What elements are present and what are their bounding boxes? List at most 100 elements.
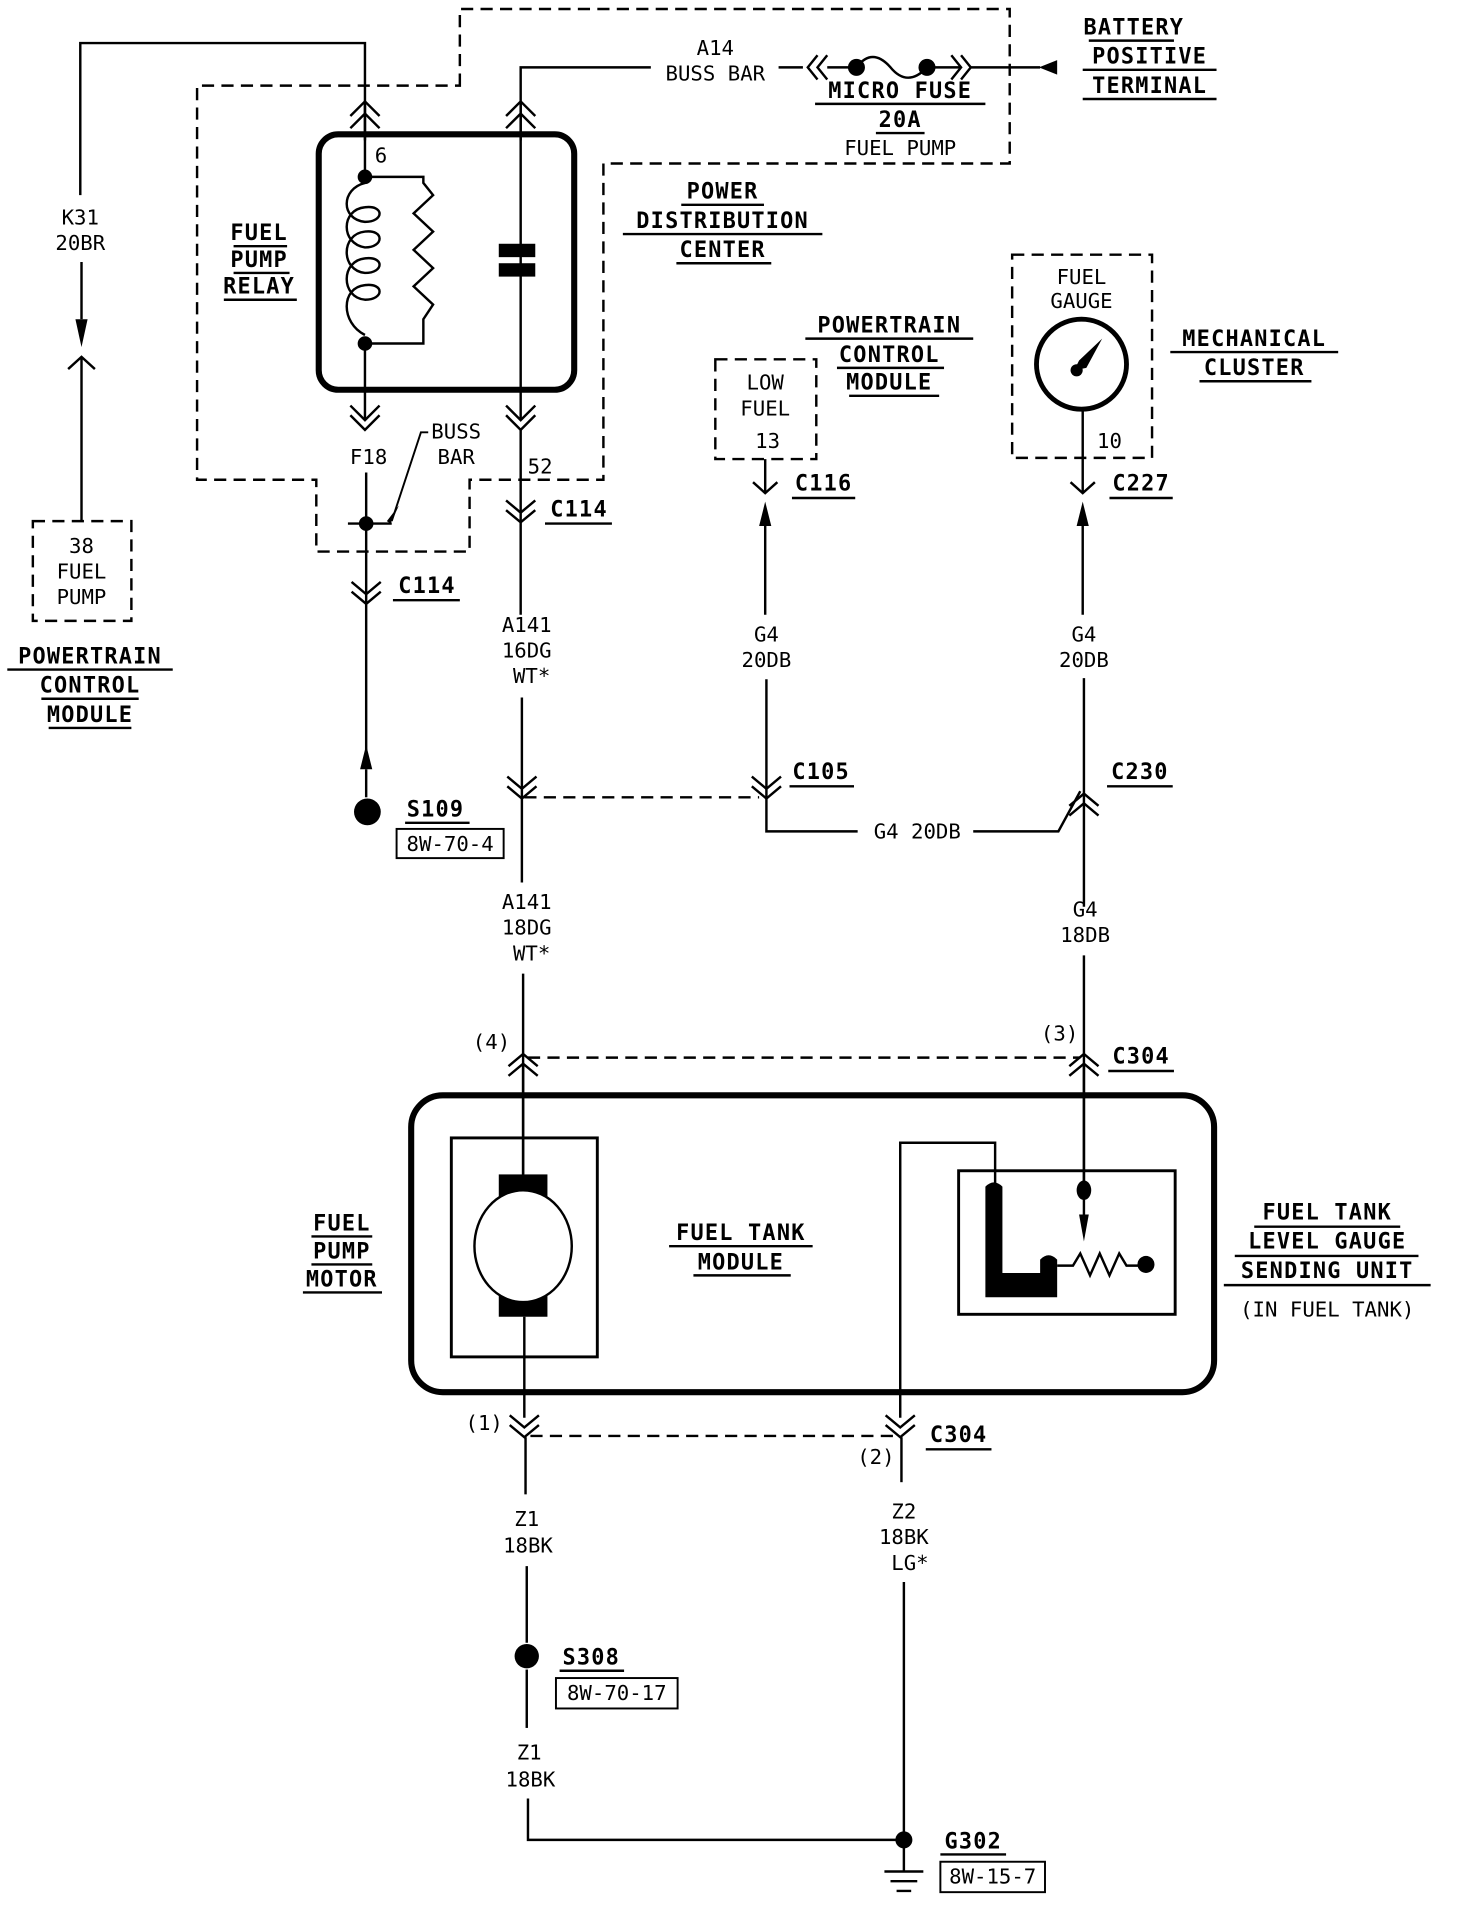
motor-feed-wire <box>521 1063 526 1418</box>
svg-text:S109: S109 <box>407 798 465 823</box>
pcm-mid-label: POWERTRAIN CONTROL MODULE <box>805 314 974 398</box>
relay-coil-node-bottom <box>357 336 373 351</box>
a14-label: A14 <box>697 36 734 60</box>
svg-text:FUEL: FUEL <box>313 1211 371 1236</box>
k31-wire <box>79 41 367 196</box>
a14-wire-left <box>519 66 651 141</box>
s109-label: S109 <box>405 798 470 825</box>
relay-coil-node-top <box>357 169 373 185</box>
a141-upper-tracer: WT* <box>513 664 550 688</box>
s109-arrow-icon <box>360 744 373 770</box>
g4-lower-gauge: 18DB <box>1060 923 1110 947</box>
buss-bar-mid-label-1: BUSS <box>431 419 481 443</box>
svg-text:C304: C304 <box>930 1423 988 1448</box>
s308-ref-box <box>554 1677 679 1710</box>
pcm-fuel-pump-text2: PUMP <box>57 585 107 609</box>
sending-unit-resistor-icon <box>1057 1250 1144 1279</box>
c304-pin-3: (3) <box>1041 1022 1078 1046</box>
relay-pin-f18: F18 <box>350 445 387 469</box>
g302-ground-node <box>895 1831 913 1849</box>
c304-pin2-connector <box>884 1414 916 1439</box>
micro-fuse-label: MICRO FUSE 20A FUEL PUMP <box>815 79 986 160</box>
svg-text:DISTRIBUTION: DISTRIBUTION <box>636 209 809 234</box>
buss-bar-node <box>358 516 374 531</box>
c114-left-connector <box>350 581 382 606</box>
mechanical-cluster-label: MECHANICAL CLUSTER <box>1170 327 1339 383</box>
sending-unit-wiper-node <box>1076 1180 1092 1200</box>
svg-text:C230: C230 <box>1111 760 1169 785</box>
svg-text:20A: 20A <box>879 108 922 133</box>
c227-label: C227 <box>1109 472 1173 500</box>
pcm-left-label: POWERTRAIN CONTROL MODULE <box>7 644 173 730</box>
z2-circuit: Z2 <box>891 1500 916 1524</box>
buss-bar-leader-arrow-icon <box>386 505 400 524</box>
k31-arrow-icon <box>75 319 88 348</box>
a141-lower-circuit: A141 <box>502 890 552 914</box>
z1-wire-to-ground <box>526 1798 904 1842</box>
relay-coil-icon <box>345 181 381 337</box>
fuel-pump-relay-body <box>315 131 578 393</box>
svg-text:FUEL PUMP: FUEL PUMP <box>844 136 956 160</box>
g4-left-circuit: G4 <box>754 623 779 647</box>
ground-symbol-icon <box>884 1870 924 1893</box>
fuse-terminal-left <box>847 58 865 76</box>
g4-horizontal-label: G4 20DB <box>874 820 961 844</box>
g4-lower-circuit: G4 <box>1073 898 1098 922</box>
fuel-gauge-pin: 10 <box>1097 429 1122 453</box>
fuel-tank-module-body <box>408 1092 1218 1396</box>
pcm-fuel-pump-text1: FUEL <box>57 559 107 583</box>
svg-text:G302: G302 <box>944 1829 1002 1854</box>
svg-text:C227: C227 <box>1112 472 1170 497</box>
svg-text:POSITIVE: POSITIVE <box>1092 45 1207 70</box>
g4-right-gauge: 20DB <box>1059 648 1109 672</box>
relay-contact-bottom-icon <box>498 263 536 277</box>
s308-label: S308 <box>559 1646 625 1672</box>
a141-upper-gauge: 16DG <box>502 638 552 662</box>
z2-tracer: LG* <box>891 1551 928 1575</box>
relay-pin-6: 6 <box>375 143 387 167</box>
c116-label: C116 <box>791 472 856 500</box>
fuel-tank-module-label: FUEL TANK MODULE <box>669 1221 813 1277</box>
svg-text:LEVEL GAUGE: LEVEL GAUGE <box>1248 1230 1406 1255</box>
pcm-low-fuel-box <box>714 358 818 461</box>
c114-right-connector <box>505 499 537 524</box>
fuel-gauge-text1: FUEL <box>1057 265 1107 289</box>
fuse-link <box>827 55 962 79</box>
svg-text:POWER: POWER <box>687 180 759 205</box>
z1-upper-gauge: 18BK <box>503 1534 553 1558</box>
g4-right-circuit: G4 <box>1071 623 1096 647</box>
g302-ref: 8W-15-7 <box>949 1865 1036 1889</box>
sending-unit-note: (IN FUEL TANK) <box>1240 1298 1414 1322</box>
g4-left-wire-lower <box>765 679 858 833</box>
battery-arrow-icon <box>1038 60 1058 75</box>
sending-unit-wiper-arrow-icon <box>1079 1214 1089 1242</box>
relay-connector-bottom-left <box>349 404 381 432</box>
sending-unit-label: FUEL TANK LEVEL GAUGE SENDING UNIT <box>1223 1200 1431 1287</box>
a141-lower-tracer: WT* <box>513 941 550 965</box>
svg-text:RELAY: RELAY <box>223 275 295 300</box>
c304-pin-4: (4) <box>473 1030 510 1054</box>
fuse-terminal-right <box>918 58 936 76</box>
svg-text:MICRO FUSE: MICRO FUSE <box>828 79 972 104</box>
k31-connector <box>67 355 96 522</box>
low-fuel-pin: 13 <box>755 429 780 453</box>
svg-text:FUEL: FUEL <box>230 221 288 246</box>
c304-pin1-connector <box>508 1414 540 1439</box>
c105-left-connector <box>506 775 538 801</box>
c116-arrow-icon <box>759 501 772 526</box>
svg-text:PUMP: PUMP <box>230 248 288 273</box>
relay-contact-top-icon <box>498 243 536 258</box>
svg-text:MECHANICAL: MECHANICAL <box>1182 327 1326 352</box>
s109-ref: 8W-70-4 <box>407 832 494 856</box>
relay-coil-wire <box>363 101 435 421</box>
svg-text:FUEL TANK: FUEL TANK <box>676 1221 805 1246</box>
c304-top-label: C304 <box>1108 1045 1174 1073</box>
svg-text:C105: C105 <box>792 760 850 785</box>
fuel-gauge-pivot <box>1070 364 1083 377</box>
z2-gauge: 18BK <box>879 1525 929 1549</box>
svg-text:CONTROL: CONTROL <box>40 674 141 699</box>
fuel-pump-relay-label: FUEL PUMP RELAY <box>223 221 297 301</box>
s308-splice-node <box>514 1643 539 1669</box>
c114-right-label: C114 <box>545 497 612 525</box>
svg-text:CLUSTER: CLUSTER <box>1204 356 1305 381</box>
